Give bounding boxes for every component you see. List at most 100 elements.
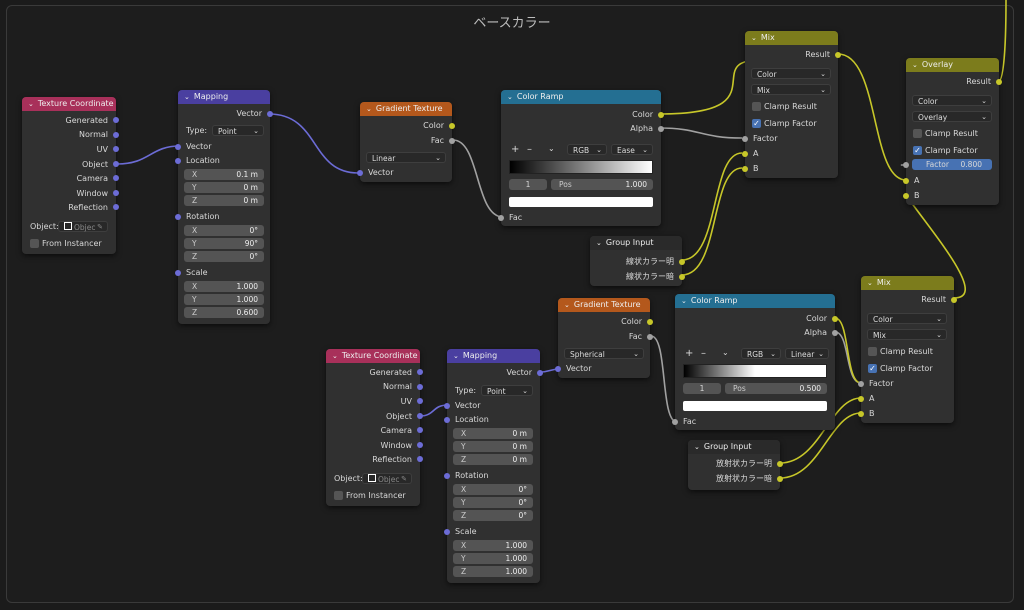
texture-coordinate-node-1[interactable]: ⌄Texture Coordinate Generated Normal UV … <box>22 97 119 254</box>
socket-object[interactable] <box>113 161 119 167</box>
node-header[interactable]: ⌄Texture Coordinate <box>22 97 116 111</box>
color-ramp-gradient[interactable] <box>509 160 653 174</box>
clamp-factor-checkbox[interactable]: ✓ <box>752 119 761 128</box>
socket-factor-in[interactable] <box>858 381 864 387</box>
color-ramp-node-1[interactable]: ⌄Color Ramp Color Alpha + – ⌄ RGB⌄ Ease⌄… <box>498 90 664 226</box>
group-input-node-2[interactable]: ⌄Group Input 放射状カラー明 放射状カラー暗 <box>688 440 783 490</box>
active-stop-index[interactable]: 1 <box>683 383 721 394</box>
chevron-down-icon[interactable]: ⌄ <box>867 279 873 287</box>
eyedropper-icon[interactable]: ✎ <box>401 475 407 483</box>
clamp-factor-checkbox[interactable]: ✓ <box>913 146 922 155</box>
socket-fac-in[interactable] <box>672 419 678 425</box>
socket-generated[interactable] <box>113 117 119 123</box>
mapping-node-1[interactable]: ⌄Mapping Vector Type: Point⌄ Vector Loca… <box>175 90 273 324</box>
socket-result-out[interactable] <box>996 79 1002 85</box>
socket-camera[interactable] <box>113 175 119 181</box>
socket-b-in[interactable] <box>742 166 748 172</box>
type-dropdown[interactable]: Point⌄ <box>481 385 533 396</box>
eyedropper-icon[interactable]: ✎ <box>97 223 103 231</box>
blend-mode-dropdown[interactable]: Mix⌄ <box>867 329 947 340</box>
chevron-down-icon[interactable]: ⌄ <box>681 297 687 305</box>
socket-color-out[interactable] <box>449 123 455 129</box>
socket-scale[interactable] <box>175 270 181 276</box>
node-header[interactable]: ⌄Color Ramp <box>675 294 835 308</box>
overlay-mix-node[interactable]: ⌄Overlay Result Color⌄ Overlay⌄ Clamp Re… <box>903 58 1002 205</box>
socket-result-out[interactable] <box>951 297 957 303</box>
chevron-down-icon[interactable]: ⌄ <box>28 100 34 108</box>
socket-b-in[interactable] <box>903 193 909 199</box>
socket-generated[interactable] <box>417 369 423 375</box>
socket-uv[interactable] <box>417 398 423 404</box>
socket-color-out[interactable] <box>658 112 664 118</box>
clamp-result-checkbox[interactable] <box>752 102 761 111</box>
node-header[interactable]: ⌄Mapping <box>178 90 270 104</box>
chevron-down-icon[interactable]: ⌄ <box>912 61 918 69</box>
socket-location[interactable] <box>444 417 450 423</box>
socket-vector-in[interactable] <box>175 144 181 150</box>
chevron-down-icon[interactable]: ⌄ <box>184 93 190 101</box>
remove-stop-button[interactable]: – <box>527 144 532 155</box>
chevron-down-icon[interactable]: ⌄ <box>751 34 757 42</box>
chevron-down-icon[interactable]: ⌄ <box>507 93 513 101</box>
node-header[interactable]: ⌄Group Input <box>688 440 780 454</box>
socket-alpha-out[interactable] <box>658 126 664 132</box>
node-header[interactable]: ⌄Texture Coordinate <box>326 349 420 363</box>
from-instancer-checkbox[interactable] <box>334 491 343 500</box>
add-stop-button[interactable]: + <box>685 348 694 359</box>
socket-vector-out[interactable] <box>537 370 543 376</box>
color-mode-dropdown[interactable]: RGB⌄ <box>567 144 607 155</box>
node-header[interactable]: ⌄Color Ramp <box>501 90 661 104</box>
mapping-node-2[interactable]: ⌄Mapping Vector Type: Point⌄ Vector Loca… <box>444 349 543 583</box>
color-ramp-gradient[interactable] <box>683 364 827 378</box>
socket-b-in[interactable] <box>858 411 864 417</box>
color-mode-dropdown[interactable]: RGB⌄ <box>741 348 781 359</box>
chevron-down-icon[interactable]: ⌄ <box>694 443 700 451</box>
stop-color-swatch[interactable] <box>509 197 653 207</box>
socket-uv[interactable] <box>113 146 119 152</box>
socket-radial-dark[interactable] <box>777 476 783 482</box>
socket-color-out[interactable] <box>832 316 838 322</box>
blend-mode-dropdown[interactable]: Mix⌄ <box>751 84 831 95</box>
interpolation-dropdown[interactable]: Ease⌄ <box>611 144 653 155</box>
type-dropdown[interactable]: Point⌄ <box>212 125 264 136</box>
gradient-type-dropdown[interactable]: Linear⌄ <box>366 152 446 163</box>
socket-radial-light[interactable] <box>777 461 783 467</box>
socket-window[interactable] <box>417 442 423 448</box>
socket-object[interactable] <box>417 413 423 419</box>
node-header[interactable]: ⌄Mix <box>745 31 838 45</box>
socket-normal[interactable] <box>113 132 119 138</box>
socket-a-in[interactable] <box>903 178 909 184</box>
chevron-down-icon[interactable]: ⌄ <box>564 301 570 309</box>
node-header[interactable]: ⌄Mapping <box>447 349 540 363</box>
chevron-down-icon[interactable]: ⌄ <box>332 352 338 360</box>
object-picker[interactable]: Objec✎ <box>362 473 412 484</box>
socket-window[interactable] <box>113 190 119 196</box>
socket-linear-dark[interactable] <box>679 274 685 280</box>
node-header[interactable]: ⌄Gradient Texture <box>360 102 452 116</box>
data-type-dropdown[interactable]: Color⌄ <box>867 313 947 324</box>
from-instancer-checkbox[interactable] <box>30 239 39 248</box>
socket-linear-light[interactable] <box>679 259 685 265</box>
socket-fac-out[interactable] <box>449 138 455 144</box>
socket-result-out[interactable] <box>835 52 841 58</box>
blend-mode-dropdown[interactable]: Overlay⌄ <box>912 111 992 122</box>
remove-stop-button[interactable]: – <box>701 348 706 359</box>
socket-vector-in[interactable] <box>444 403 450 409</box>
socket-alpha-out[interactable] <box>832 330 838 336</box>
chevron-down-icon[interactable]: ⌄ <box>366 105 372 113</box>
node-header[interactable]: ⌄Mix <box>861 276 954 290</box>
ramp-menu-icon[interactable]: ⌄ <box>548 144 555 153</box>
